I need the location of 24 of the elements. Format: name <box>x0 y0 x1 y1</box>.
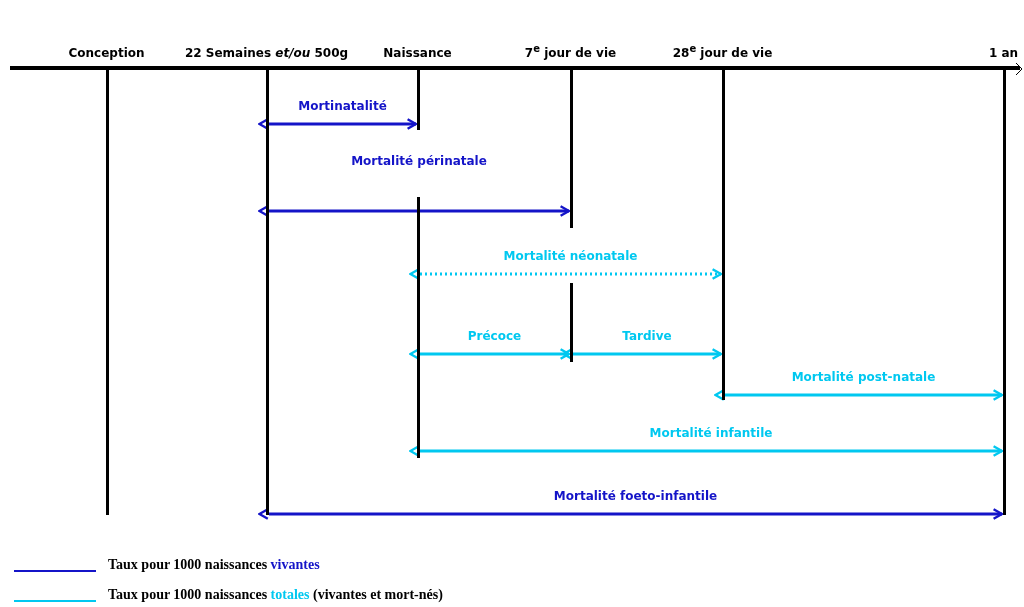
milestone-label: 7$^{e}$ jour de vie <box>524 42 617 62</box>
edge-label: Tardive <box>622 329 672 344</box>
edge-label: Précoce <box>467 329 522 344</box>
milestone-label: 28$^{e}$ jour de vie <box>672 42 773 62</box>
edge-label: Mortalité post-natale <box>791 370 936 385</box>
edge-label: Mortalité infantile <box>649 426 773 441</box>
double-arrow <box>409 348 571 360</box>
edge-label: Mortalité néonatale <box>503 249 638 264</box>
milestone-label: Conception <box>68 45 145 62</box>
milestone-label: Naissance <box>383 45 452 62</box>
double-arrow <box>714 389 1004 401</box>
milestone-label: 1 an <box>988 45 1019 62</box>
double-arrow <box>409 445 1004 457</box>
edge-label: Mortalité périnatale <box>351 154 487 169</box>
legend-text: Taux pour 1000 naissances totales (vivantes et mort-nés) <box>108 587 443 603</box>
edge-label: Mortinatalité <box>298 99 387 114</box>
milestone-label: 22 Semaines et/ou 500g <box>184 45 349 62</box>
double-arrow <box>258 118 418 130</box>
double-arrow <box>258 205 571 217</box>
double-arrow <box>562 348 723 360</box>
double-arrow <box>258 508 1004 520</box>
double-arrow <box>409 268 723 280</box>
edge-label: Mortalité foeto-infantile <box>553 489 718 504</box>
legend-text: Taux pour 1000 naissances vivantes <box>108 557 320 573</box>
